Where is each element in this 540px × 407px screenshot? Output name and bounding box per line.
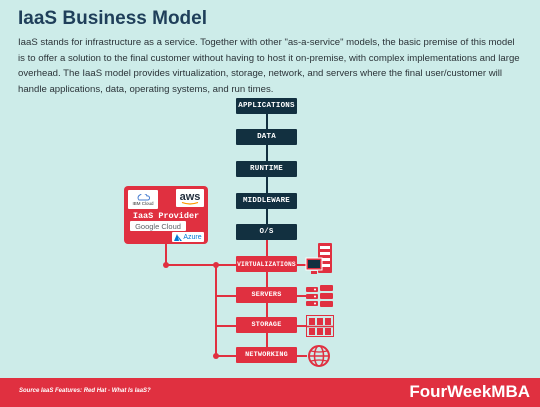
page-title: IaaS Business Model — [18, 8, 208, 29]
networking-connector — [215, 355, 237, 357]
google-cloud-logo: Google Cloud — [130, 221, 186, 231]
ibm-cloud-logo: IBM Cloud — [128, 190, 158, 209]
google-cloud-label: Google Cloud — [135, 221, 181, 231]
description: IaaS stands for infrastructure as a serv… — [18, 37, 520, 95]
provider-label: IaaS Provider — [132, 211, 200, 221]
cloud-icon — [137, 193, 150, 200]
virtualization-icon-connector — [297, 264, 307, 266]
junction-dot — [213, 262, 219, 268]
azure-icon — [174, 233, 183, 241]
footer: Source IaaS Features: Red Hat - What Is … — [0, 378, 540, 407]
servers-icon-connector — [297, 295, 307, 297]
ibm-cloud-label: IBM Cloud — [132, 200, 154, 206]
aws-label: aws — [179, 190, 201, 203]
database-servers-icon — [306, 285, 333, 307]
stack-servers: SERVERS — [236, 287, 297, 303]
stack-os: O/S — [236, 224, 297, 240]
brand-logo-text: FourWeekMBA — [409, 382, 530, 401]
provider-connector-vertical — [165, 244, 167, 266]
junction-dot — [163, 262, 169, 268]
storage-icon-connector — [297, 325, 307, 327]
aws-logo: aws — [176, 189, 204, 207]
iaas-provider-box: IBM Cloud aws IaaS Provider Google Cloud… — [124, 186, 208, 244]
azure-label: Azure — [183, 233, 202, 241]
globe-network-icon — [308, 345, 330, 367]
storage-shelf-icon — [306, 315, 334, 337]
stack-data: DATA — [236, 129, 297, 145]
stack-virtualizations: VIRTUALIZATIONS — [236, 256, 297, 272]
stack-networking: NETWORKING — [236, 347, 297, 363]
aws-smile-icon — [181, 201, 199, 205]
stack-runtime: RUNTIME — [236, 161, 297, 177]
stack-middleware: MIDDLEWARE — [236, 193, 297, 209]
storage-connector — [215, 325, 237, 327]
networking-icon-connector — [297, 355, 307, 357]
junction-dot — [213, 353, 219, 359]
stack-storage: STORAGE — [236, 317, 297, 333]
bus-line — [215, 264, 217, 357]
azure-logo: Azure — [172, 232, 204, 242]
provider-connector-horizontal — [165, 264, 237, 266]
server-rack-computer-icon — [305, 243, 332, 274]
servers-connector — [215, 295, 237, 297]
stack-applications: APPLICATIONS — [236, 98, 297, 114]
source-citation: Source IaaS Features: Red Hat - What Is … — [19, 388, 151, 394]
